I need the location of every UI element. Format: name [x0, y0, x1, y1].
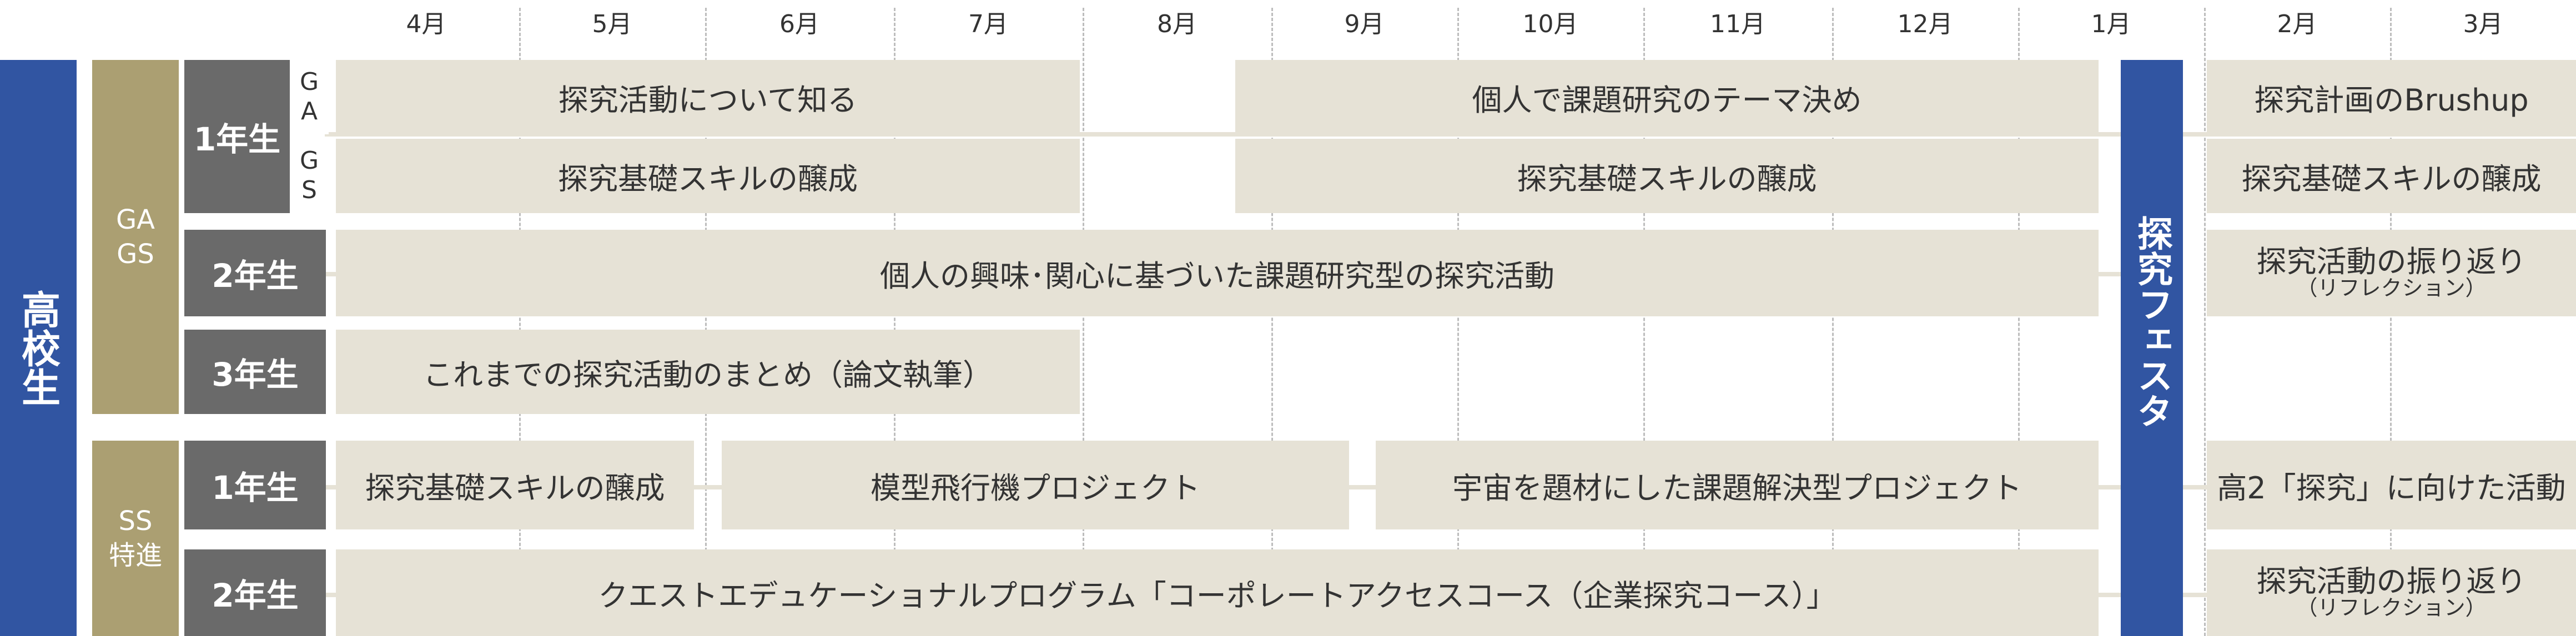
activity-ga-2: 個人で課題研究のテーマ決め: [1235, 60, 2099, 134]
activity-y2-main: 個人の興味･関心に基づいた課題研究型の探究活動: [336, 230, 2099, 316]
month-label: 9月: [1344, 10, 1385, 38]
month-label: 5月: [592, 10, 632, 38]
gridline: [894, 8, 895, 636]
activity-ga-3: 探究計画のBrushup: [2207, 60, 2576, 134]
month-label: 12月: [1897, 10, 1953, 38]
month-label: 8月: [1157, 10, 1197, 38]
activity-ss1-2: 模型飛行機プロジェクト: [722, 441, 1349, 529]
activity-ss2-main: クエストエデュケーショナルプログラム「コーポレートアクセスコース（企業探究コース…: [336, 549, 2099, 636]
month-label: 10月: [1522, 10, 1578, 38]
grade-3-ga-gs: 3年生: [184, 330, 326, 414]
school-label-text: 高校生: [15, 290, 61, 406]
month-label: 4月: [406, 10, 446, 38]
subgroup-gs: GS: [290, 139, 329, 213]
gridline: [2204, 8, 2206, 636]
reflection-subtitle: （リフレクション）: [2296, 276, 2487, 301]
grade-2-ga-gs: 2年生: [184, 230, 326, 316]
activity-ga-1: 探究活動について知る: [336, 60, 1080, 134]
grade-1-ss: 1年生: [184, 441, 326, 529]
activity-ss1-3: 宇宙を題材にした課題解決型プロジェクト: [1376, 441, 2099, 529]
activity-gs-2: 探究基礎スキルの醸成: [1235, 139, 2099, 213]
reflection-title: 探究活動の振り返り: [2256, 563, 2527, 599]
month-label: 7月: [968, 10, 1008, 38]
gridline: [2390, 8, 2392, 636]
gridline: [705, 8, 707, 636]
month-label: 6月: [779, 10, 819, 38]
gridline: [1832, 8, 1834, 636]
month-label: 1月: [2091, 10, 2131, 38]
gridline: [1457, 8, 1459, 636]
grade-2-ss: 2年生: [184, 549, 326, 636]
reflection-title: 探究活動の振り返り: [2256, 244, 2527, 279]
month-label: 11月: [1710, 10, 1765, 38]
activity-gs-3: 探究基礎スキルの醸成: [2207, 139, 2576, 213]
activity-y2-reflection: 探究活動の振り返り （リフレクション）: [2207, 230, 2576, 316]
gridline: [519, 8, 521, 636]
gridline: [1271, 8, 1273, 636]
group-ss-text: SS 特進: [108, 505, 162, 571]
month-label: 3月: [2463, 10, 2503, 38]
activity-ss1-1: 探究基礎スキルの醸成: [336, 441, 694, 529]
grade-1-ga-gs: 1年生: [184, 60, 290, 213]
group-ga-gs-text: GA GS: [115, 204, 155, 270]
gridline: [2018, 8, 2020, 636]
activity-ss1-4: 高2「探究」に向けた活動: [2207, 441, 2576, 529]
festa-column: 探究フェスタ: [2121, 60, 2183, 636]
row-connector: [325, 132, 2576, 137]
subgroup-ga: GA: [290, 60, 329, 134]
gridline: [1083, 8, 1084, 636]
gridline: [1643, 8, 1645, 636]
activity-y3-main: これまでの探究活動のまとめ（論文執筆）: [336, 330, 1080, 414]
month-label: 2月: [2277, 10, 2317, 38]
school-label: 高校生: [0, 60, 77, 636]
activity-gs-1: 探究基礎スキルの醸成: [336, 139, 1080, 213]
group-ss: SS 特進: [92, 441, 179, 636]
activity-ss2-reflection: 探究活動の振り返り （リフレクション）: [2207, 549, 2576, 636]
festa-text: 探究フェスタ: [2131, 215, 2172, 428]
reflection-subtitle: （リフレクション）: [2296, 595, 2487, 620]
group-ga-gs: GA GS: [92, 60, 179, 414]
